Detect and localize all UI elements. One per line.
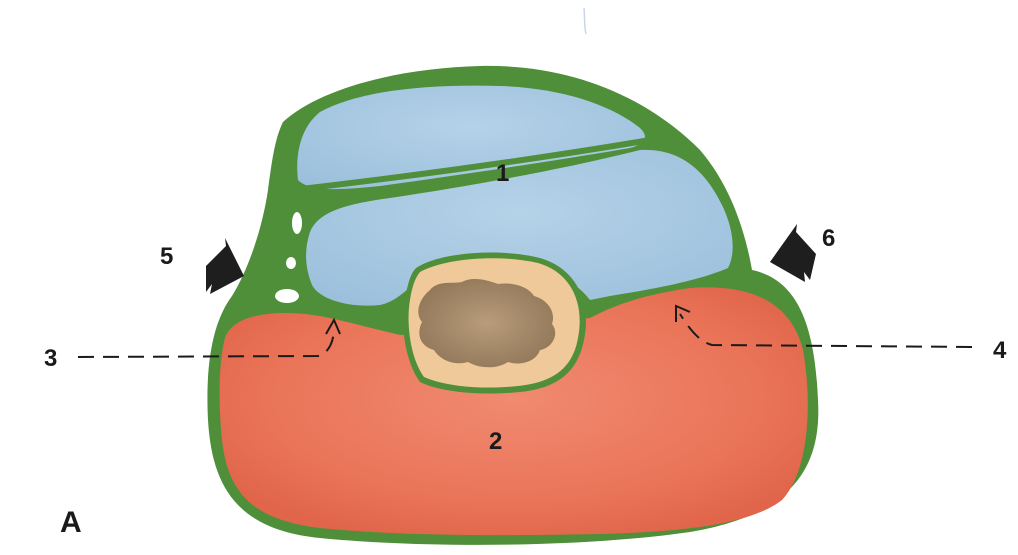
label-pointer-4: 4 [993, 337, 1007, 364]
lacuna-1 [292, 212, 302, 234]
label-arrow-6: 6 [822, 225, 835, 252]
label-arrow-5: 5 [160, 243, 173, 270]
panel-label: A [60, 506, 82, 539]
label-region-1: 1 [496, 160, 509, 187]
lacuna-3 [275, 289, 299, 303]
label-pointer-3: 3 [44, 345, 57, 372]
label-region-2: 2 [489, 428, 502, 455]
arrow-6-icon [770, 224, 816, 282]
lacuna-2 [286, 257, 296, 269]
stray-mark [584, 8, 586, 34]
